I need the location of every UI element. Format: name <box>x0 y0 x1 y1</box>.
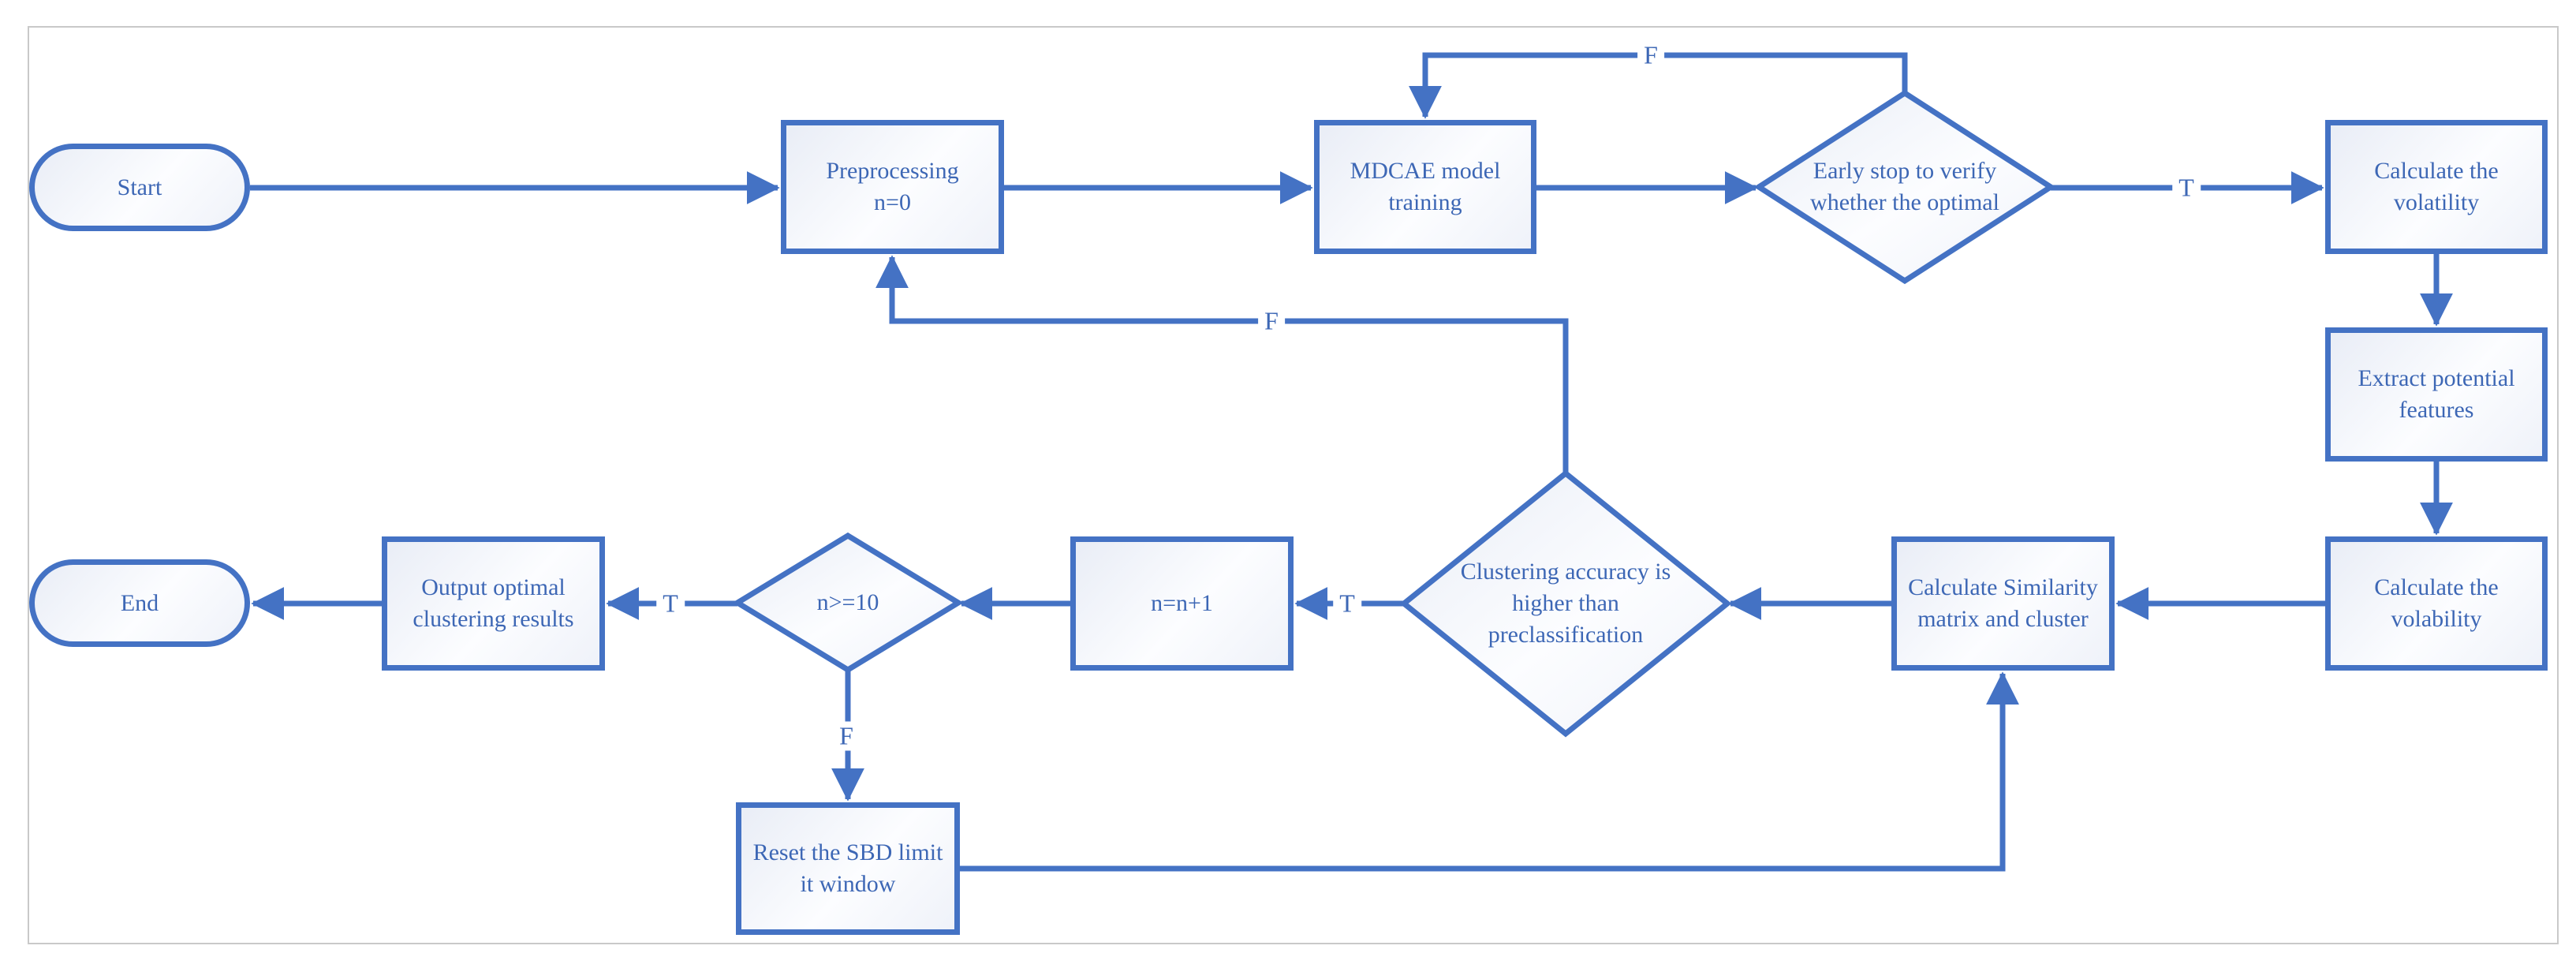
node-label: Calculate the volatility <box>2374 158 2499 215</box>
node-extract-features: Extract potential features <box>2325 327 2548 462</box>
edge-label-clustering-false: F <box>1258 306 1285 336</box>
node-label: End <box>120 589 159 616</box>
edge-reset-to-similarity <box>960 671 2019 872</box>
edge-label-n-check-false: F <box>833 721 860 751</box>
node-label: MDCAE model training <box>1350 158 1501 215</box>
node-calculate-similarity: Calculate Similarity matrix and cluster <box>1891 536 2115 671</box>
node-label: Output optimal clustering results <box>413 574 574 632</box>
node-label: Extract potential features <box>2358 365 2515 423</box>
node-label: Calculate the volability <box>2374 574 2499 632</box>
node-label: n=n+1 <box>1151 590 1213 617</box>
node-label: Reset the SBD limit it window <box>752 839 943 897</box>
node-label: Clustering accuracy is higher than precl… <box>1460 559 1671 648</box>
node-calculate-volatility: Calculate the volatility <box>2325 120 2548 254</box>
node-label: Start <box>117 174 162 200</box>
node-start: Start <box>29 144 250 231</box>
diamond-shape <box>1399 469 1732 738</box>
node-n-check-decision: n>=10 <box>732 532 964 674</box>
node-early-stop-decision: Early stop to verify whether the optimal <box>1753 89 2056 285</box>
node-n-increment: n=n+1 <box>1070 536 1294 671</box>
node-label: Calculate Similarity matrix and cluster <box>1908 574 2098 632</box>
edge-label-early-stop-true: T <box>2172 173 2201 203</box>
node-output-results: Output optimal clustering results <box>382 536 605 671</box>
edge-label-n-check-true: T <box>656 589 685 619</box>
node-label: n>=10 <box>816 589 879 616</box>
node-clustering-accuracy-decision: Clustering accuracy is higher than precl… <box>1399 469 1732 738</box>
edge-clustering-false-loop <box>875 255 1569 473</box>
node-end: End <box>29 559 250 647</box>
node-calculate-volability: Calculate the volability <box>2325 536 2548 671</box>
edge-label-clustering-true: T <box>1333 589 1361 619</box>
node-preprocessing: Preprocessing n=0 <box>781 120 1004 254</box>
diamond-shape <box>1753 89 2056 285</box>
node-label: Preprocessing n=0 <box>826 158 959 215</box>
node-reset-sbd: Reset the SBD limit it window <box>736 802 960 935</box>
edge-early-stop-false-loop <box>1409 52 1908 119</box>
node-mdcae-training: MDCAE model training <box>1314 120 1536 254</box>
node-label: Early stop to verify whether the optimal <box>1810 158 1999 215</box>
edge-label-early-stop-false: F <box>1637 40 1664 70</box>
diamond-shape <box>732 532 964 674</box>
